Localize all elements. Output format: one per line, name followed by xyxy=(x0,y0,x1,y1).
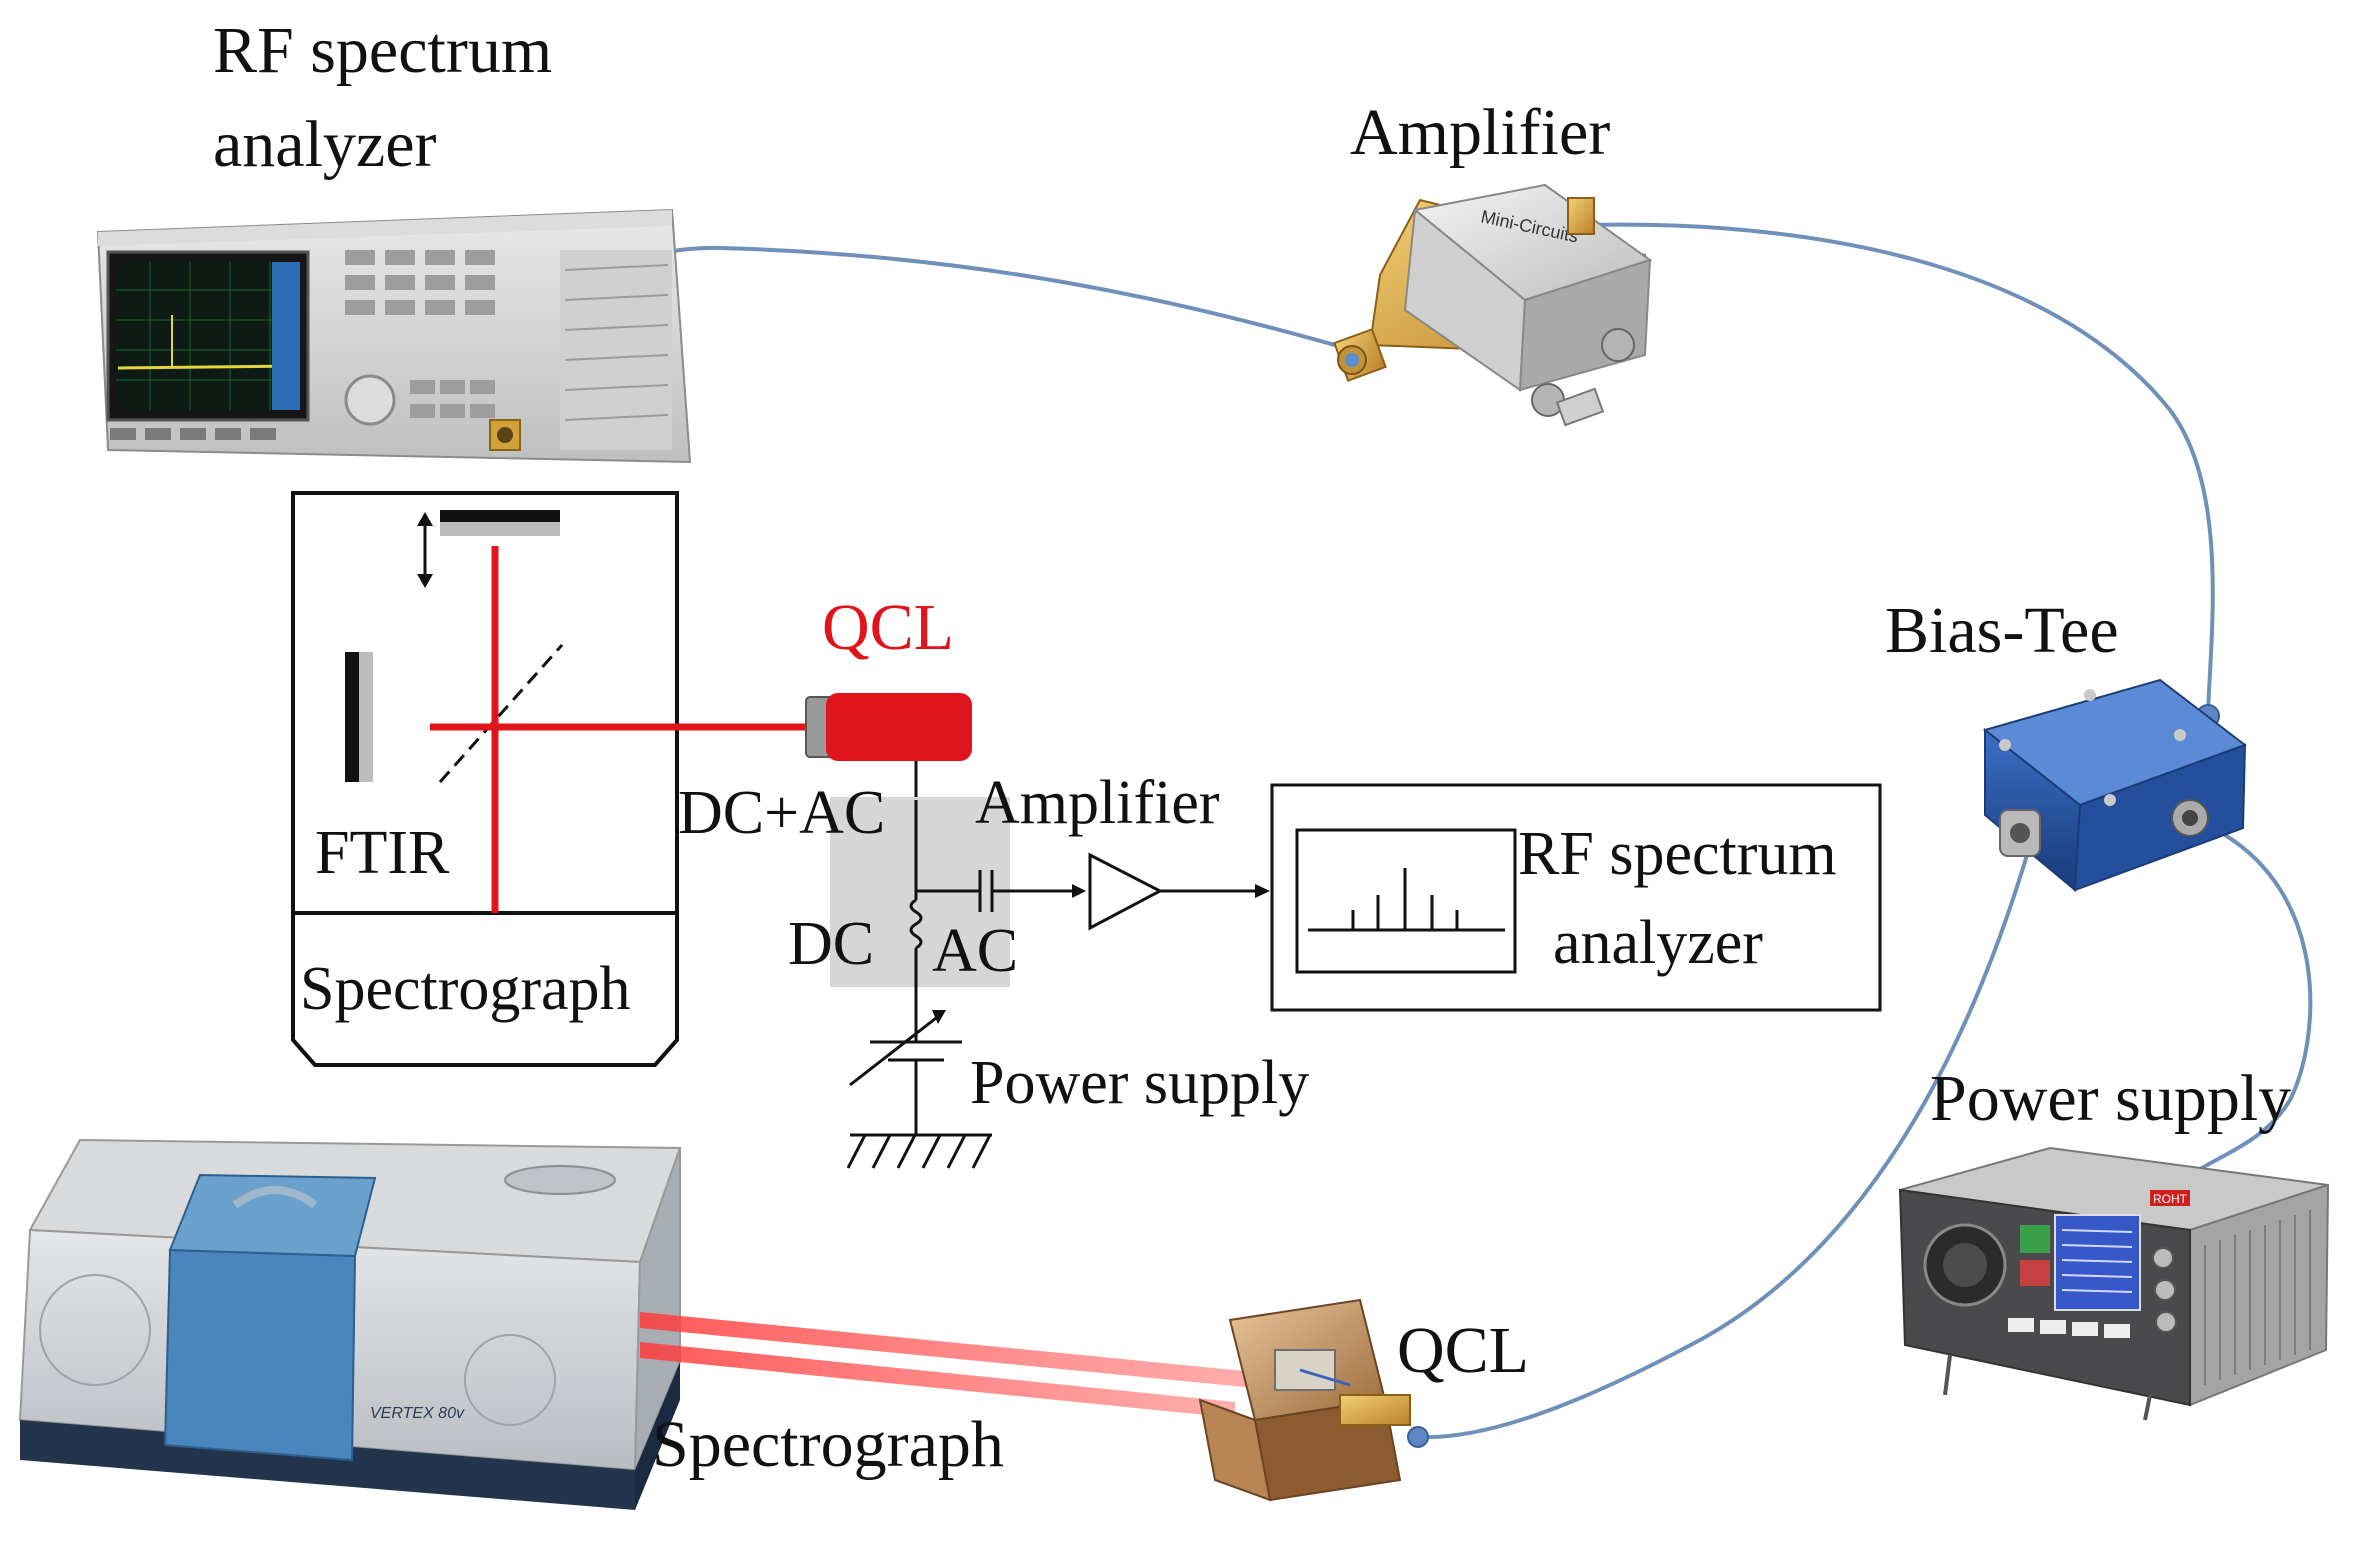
bias-tee-photo xyxy=(1982,678,2248,893)
qcl-schematic xyxy=(805,693,972,800)
rf-box-label-line1: RF spectrum xyxy=(1518,820,1837,888)
amplifier-photo: Mini-Circuits xyxy=(1333,183,1653,427)
bias-tee-label: Bias-Tee xyxy=(1885,594,2119,667)
variable-power-supply-symbol xyxy=(849,1010,962,1135)
rf-analyzer-label-line1: RF spectrum xyxy=(213,14,553,87)
rf-analyzer-label-line2: analyzer xyxy=(213,108,437,181)
power-supply-schematic-label: Power supply xyxy=(970,1049,1310,1117)
amplifier-label: Amplifier xyxy=(1350,96,1611,169)
cable-bias-tee-to-qcl xyxy=(1407,844,2032,1448)
dc-ac-label: DC+AC xyxy=(678,779,886,847)
qcl-photo xyxy=(1198,1298,1411,1502)
power-supply-brand-text: ROHT xyxy=(2153,1192,2188,1206)
amplifier-schematic-label: Amplifier xyxy=(975,769,1220,837)
ftir-label: FTIR xyxy=(315,819,450,887)
rf-box-label-line2: analyzer xyxy=(1553,909,1763,977)
rf-analyzer-schematic-box xyxy=(1270,783,1882,1012)
spectrograph-photo: VERTEX 80v xyxy=(18,1138,682,1510)
ftir-schematic xyxy=(291,491,806,1067)
qcl-photo-label: QCL xyxy=(1397,1314,1529,1387)
spectrograph-box-label: Spectrograph xyxy=(300,955,631,1023)
spectrograph-photo-label: Spectrograph xyxy=(652,1408,1004,1481)
mirror-motion-arrow xyxy=(417,512,433,588)
power-supply-photo: ROHT xyxy=(1898,1146,2330,1421)
ground-symbol xyxy=(846,1133,992,1169)
rf-spectrum-analyzer-photo xyxy=(96,208,692,464)
cable-bias-tee-to-power-supply xyxy=(2178,833,2313,1187)
spectrometer-model-text: VERTEX 80v xyxy=(370,1405,465,1422)
ac-label: AC xyxy=(932,917,1019,985)
qcl-schematic-label: QCL xyxy=(822,591,954,664)
power-supply-photo-label: Power supply xyxy=(1930,1062,2292,1135)
laser-beams xyxy=(640,1312,1255,1418)
dc-label: DC xyxy=(788,910,875,978)
bias-tee-circuit xyxy=(830,797,1270,1169)
